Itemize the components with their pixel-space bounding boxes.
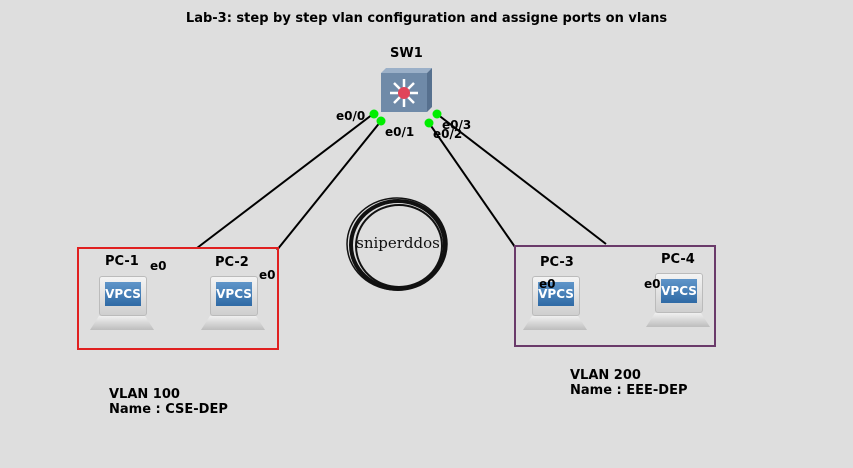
pc4-label: PC-4 xyxy=(661,252,695,267)
pc1-icon[interactable]: VPCS xyxy=(90,276,156,332)
logo-ring xyxy=(346,197,448,291)
vlan200-name: Name : EEE-DEP xyxy=(570,383,688,398)
pc3-icon[interactable]: VPCS xyxy=(523,276,589,332)
vpcs-text: VPCS xyxy=(216,282,252,306)
switch-label: SW1 xyxy=(390,46,423,61)
diagram-title: Lab-3: step by step vlan configuration a… xyxy=(185,11,668,26)
port-label-e0-1: e0/1 xyxy=(385,125,415,139)
pc1-port-label: e0 xyxy=(150,259,167,273)
pc3-label: PC-3 xyxy=(540,255,574,270)
pc3-port-label: e0 xyxy=(539,277,556,291)
vlan-200-box[interactable] xyxy=(514,245,716,347)
port-status-e0-1 xyxy=(376,116,386,126)
pc4-icon[interactable]: VPCS xyxy=(646,273,712,329)
port-label-e0-0: e0/0 xyxy=(336,109,366,123)
logo-text: sniperddos xyxy=(356,234,440,252)
vpcs-text: VPCS xyxy=(661,279,697,303)
vlan100-id: VLAN 100 xyxy=(109,387,180,402)
pc2-label: PC-2 xyxy=(215,255,249,270)
vlan100-name: Name : CSE-DEP xyxy=(109,402,228,417)
pc2-port-label: e0 xyxy=(259,268,276,282)
link-sw1-pc2[interactable] xyxy=(276,120,382,251)
port-status-e0-3 xyxy=(432,109,442,119)
vlan200-id: VLAN 200 xyxy=(570,368,641,383)
pc1-label: PC-1 xyxy=(105,254,139,269)
link-sw1-pc1[interactable] xyxy=(196,113,374,249)
vlan-100-box[interactable] xyxy=(77,247,279,350)
link-sw1-pc3[interactable] xyxy=(428,122,516,248)
vpcs-text: VPCS xyxy=(105,282,141,306)
pc2-icon[interactable]: VPCS xyxy=(201,276,267,332)
link-sw1-pc4[interactable] xyxy=(436,113,607,245)
port-label-e0-2: e0/2 xyxy=(433,127,463,141)
pc4-port-label: e0 xyxy=(644,277,661,291)
port-status-e0-2 xyxy=(424,118,434,128)
port-status-e0-0 xyxy=(369,109,379,119)
vpcs-text: VPCS xyxy=(538,282,574,306)
switch-icon[interactable] xyxy=(381,68,432,112)
port-label-e0-3: e0/3 xyxy=(442,118,472,132)
